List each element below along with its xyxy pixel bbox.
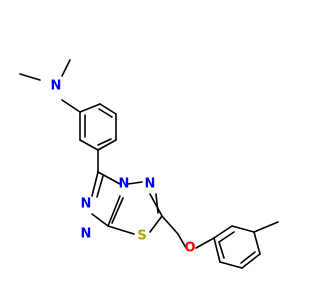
atom-N-triazole-1: N [81,197,92,212]
double-bond-tc1-n1 [96,175,104,198]
bond-tol4-tol5 [241,253,261,269]
bond-c-n5 [149,193,163,217]
bond-tol6-tol1 [213,237,221,263]
bond-c-ch2 [161,215,179,235]
bond-c-n4 [107,195,121,227]
bond-N-aryl [61,99,81,113]
atom-N-triazole-2: N [81,227,92,242]
bond-ar5-ar6 [79,139,99,151]
double-bond-ar4-ar5 [97,138,112,146]
bond-S-c [149,215,163,233]
bond-ar1-ar2 [79,103,101,113]
bond-tc1-n1 [91,171,99,197]
double-bond-tol4-tol5 [240,251,256,264]
bond-ar4-ar5 [97,139,117,151]
double-bonds [84,108,256,264]
double-bond-n5-c [155,193,159,214]
atom-N-triazole-bridge: N [119,177,130,192]
atom-O-ether: O [184,241,195,256]
atom-S-thiadiazole: S [137,229,146,244]
bond-tol1-tol2 [213,225,233,239]
single-bonds [19,59,279,269]
bond-methyl2-N [61,59,71,77]
double-bond-tol1-tol2 [218,231,235,243]
bond-c-S [107,225,135,235]
bond-n2-c [91,213,109,227]
double-bond-tol6-tol1 [218,241,225,259]
bond-tol3-tol4 [253,231,261,255]
atom-N-dimethyl: N [51,79,62,94]
double-bond-c-n [111,197,124,224]
atom-N-thiadiazole: N [145,177,156,192]
bond-methyl1-N [19,73,41,81]
molecule-structure: N N N N N S O [19,59,279,269]
bond-O-aryl [195,237,215,249]
bond-tc1-n4 [97,171,121,185]
bond-ch2-O [177,233,187,249]
double-bond-ar2-ar3 [98,108,113,118]
molecule-canvas: N N N N N S O [19,59,279,269]
bond-tol-methyl [253,221,279,233]
bond-n4-n5 [127,181,143,185]
bond-tol2-tol3 [231,225,255,233]
bond-tol5-tol6 [219,261,243,269]
bond-ar2-ar3 [99,103,117,115]
